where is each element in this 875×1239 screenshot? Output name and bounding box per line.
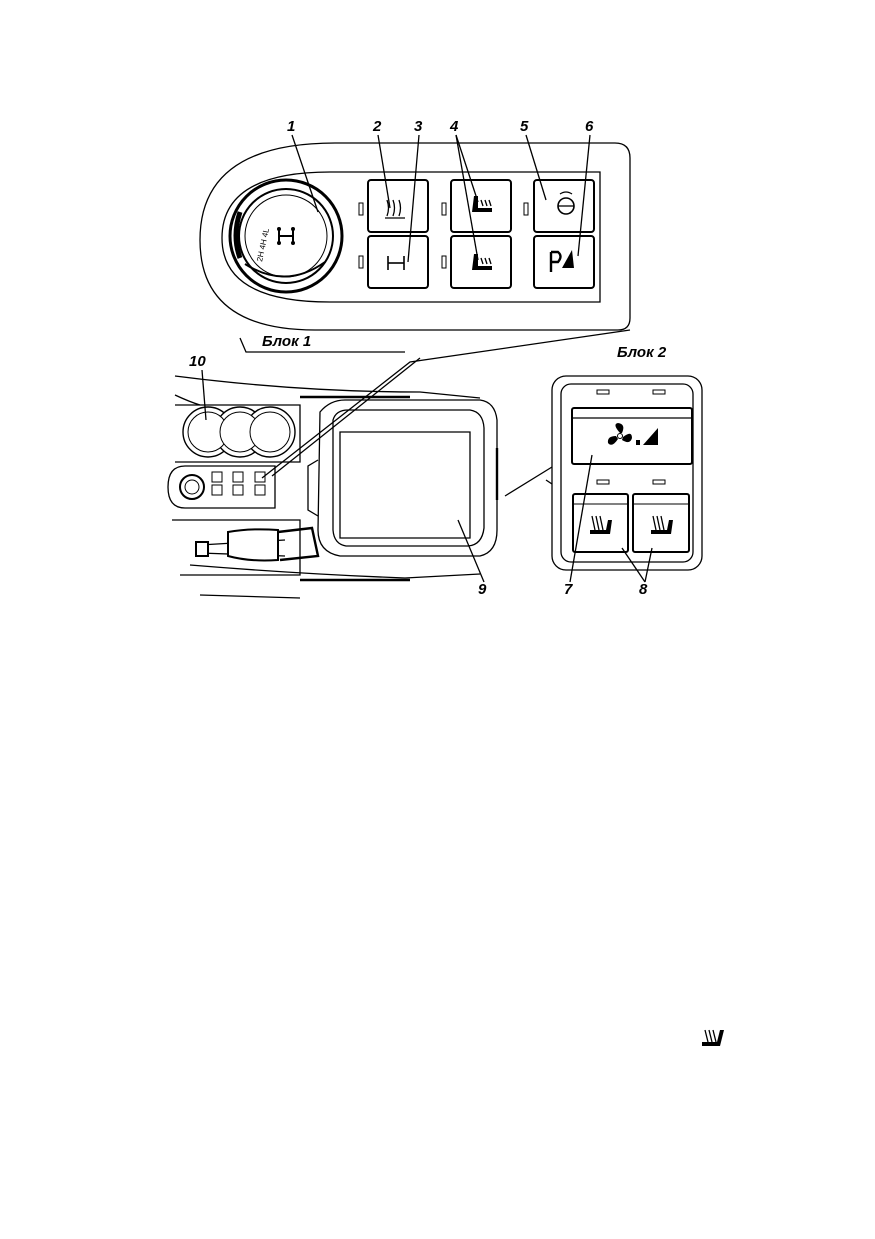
callout-8: 8: [639, 581, 648, 598]
indicator-lamp: [358, 202, 364, 216]
callout-2: 2: [372, 118, 382, 135]
callout-9: 9: [478, 581, 487, 598]
indicator-lamp: [441, 255, 447, 269]
block2-label: Блок 2: [617, 344, 667, 361]
callout-3: 3: [414, 118, 423, 135]
cup-holders: [175, 404, 301, 463]
block1-panel: [199, 142, 631, 353]
block2-panel: [551, 375, 703, 571]
block2-leader: [504, 466, 553, 497]
fan-icon: [607, 423, 632, 445]
armrest-lid: [307, 399, 499, 557]
callout-1: 1: [287, 118, 295, 135]
fan-speed-icon: [636, 428, 658, 445]
parking-sensor-icon: [549, 250, 574, 272]
gear-lever: [172, 519, 320, 576]
callout-5: 5: [520, 118, 529, 135]
indicator-lamp: [523, 202, 529, 216]
mini-switch-panel: [167, 465, 276, 509]
center-console: [167, 329, 631, 599]
callout-6: 6: [585, 118, 594, 135]
rear-defrost-button[interactable]: [367, 179, 429, 233]
indicator-lamp: [441, 202, 447, 216]
rear-defrost-icon: [385, 199, 405, 219]
rear-seat-heater-button-left[interactable]: [572, 493, 629, 553]
rear-fan-button[interactable]: [571, 407, 693, 465]
axle-lock-icon: [387, 256, 405, 270]
4wd-axle-icon: [277, 227, 295, 245]
headlamp-washer-icon: [557, 191, 575, 215]
block1-leader: [261, 329, 631, 479]
headlamp-washer-button[interactable]: [533, 179, 595, 233]
seat-heater-icon: [590, 515, 612, 534]
callout-4: 4: [449, 118, 459, 135]
block1-label: Блок 1: [262, 333, 311, 350]
seat-heater-icon: [702, 1029, 724, 1046]
parking-sensor-button[interactable]: [533, 235, 595, 289]
callout-7: 7: [564, 581, 573, 598]
callouts: 1 2 3 4 5 6 10 9 7 8: [189, 118, 653, 598]
seat-heater-icon: [651, 515, 673, 534]
axle-lock-button[interactable]: [367, 235, 429, 289]
seat-heater-button-upper[interactable]: [450, 179, 512, 233]
callout-10: 10: [189, 353, 206, 370]
rear-seat-heater-button-right[interactable]: [632, 493, 690, 553]
seat-heater-button-lower[interactable]: [450, 235, 512, 289]
mode-selector-dial[interactable]: 2H 4H 4L: [228, 178, 344, 294]
indicator-lamp: [358, 255, 364, 269]
